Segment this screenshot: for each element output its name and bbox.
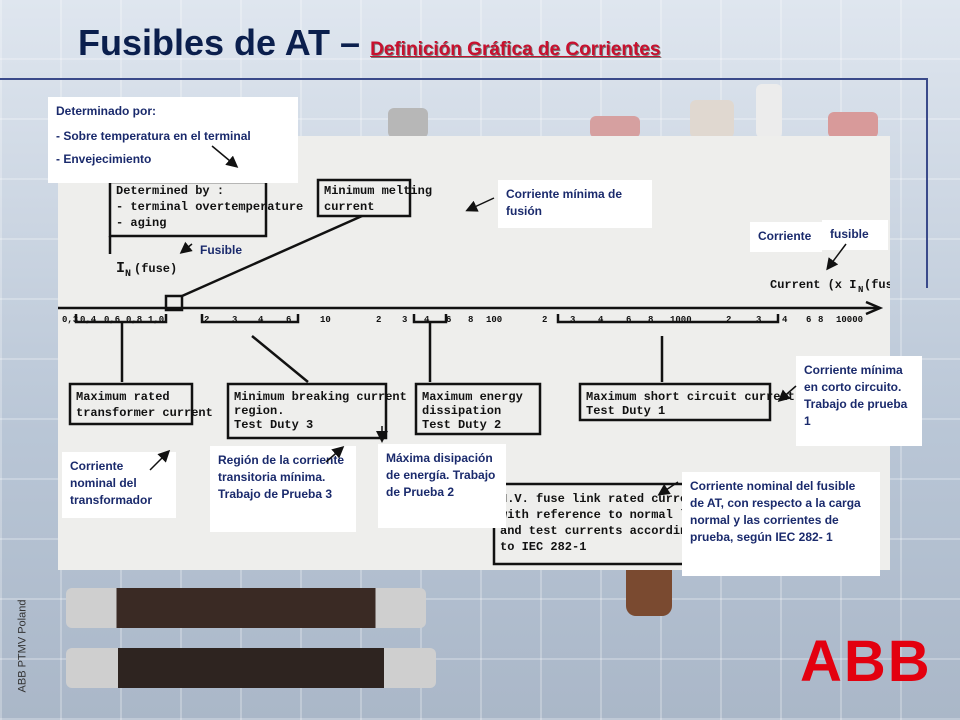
scan-terminal-overtemp: - terminal overtemperature (116, 200, 303, 214)
axis-tick-label: 8 (818, 315, 823, 325)
callout-region: Región de la corriente transitoria mínim… (210, 446, 356, 532)
axis-tick-label: 6 (286, 315, 291, 325)
title-subtitle: Definición Gráfica de Corrientes (370, 39, 661, 60)
diagram-svg: Determined by : - terminal overtemperatu… (58, 178, 907, 566)
fuse-photo-bottom-2 (66, 648, 436, 688)
scan-hv-2: with reference to normal load (500, 508, 709, 522)
axis-tick-label: 6 (626, 315, 631, 325)
axis-tick-label: 2 (204, 315, 209, 325)
scan-max-energy-2: dissipation (422, 404, 501, 418)
max-energy-box (414, 382, 542, 436)
axis-tick-label: 1000 (670, 315, 692, 325)
max-short-box (578, 382, 772, 422)
callout-determinado-heading: Determinado por: (56, 104, 157, 118)
callout-determinado-line1: - Sobre temperatura en el terminal (56, 129, 251, 143)
axis-tick-label: 2 (726, 315, 731, 325)
axis-tick-label: 8 (648, 315, 653, 325)
callout-min-fusion: Corriente mínima de fusión (498, 180, 652, 228)
callout-nominal-transformador: Corriente nominal del transformador (62, 452, 176, 518)
scan-min-breaking-2: region. (234, 404, 284, 418)
scan-in-fuse-tail: (fuse) (134, 262, 177, 276)
scan-min-melting-1: Minimum melting (324, 184, 432, 198)
fuse-photo-top-2 (590, 116, 640, 138)
max-rated-box (68, 382, 194, 426)
axis-tick-label: 10000 (836, 315, 863, 325)
scan-aging: - aging (116, 216, 166, 230)
callout-nominal-fusible: Corriente nominal del fusible de AT, con… (682, 472, 880, 576)
axis-tick-label: 6 (806, 315, 811, 325)
fuse-photo-top-3 (690, 100, 734, 138)
axis-tick-label: 4 (782, 315, 788, 325)
axis-tick-label: 2 (542, 315, 547, 325)
scan-in-fuse: I (116, 260, 125, 277)
axis-tick-label: 4 (598, 315, 604, 325)
axis-tick-label: 100 (486, 315, 502, 325)
axis-tick-label: 4 (258, 315, 264, 325)
fuse-photo-top-1 (388, 108, 428, 138)
axis-tick-label: 3 (570, 315, 575, 325)
scan-max-short-2: Test Duty 1 (586, 404, 665, 418)
callout-fusible: Fusible (200, 243, 243, 257)
fuse-photo-bottom-1 (66, 588, 426, 628)
callout-max-disipacion: Máxima disipación de energía. Trabajo de… (378, 444, 506, 528)
axis-tick-label: 0,3 (62, 315, 78, 325)
scan-current-axis-sub: N (858, 285, 863, 295)
axis-tick-label: 1,0 (148, 315, 164, 325)
scan-max-rated-2: transformer current (76, 406, 213, 420)
axis-tick-label: 10 (320, 315, 331, 325)
scan-hv-3: and test currents according (500, 524, 694, 538)
abb-logo: ABB (800, 629, 932, 694)
callout-corriente-fusible-b: fusible (822, 220, 888, 250)
fuse-photo-top-4 (828, 112, 878, 138)
min-breaking-box (226, 382, 388, 440)
scan-min-breaking-3: Test Duty 3 (234, 418, 313, 432)
scan-min-breaking-1: Minimum breaking current (234, 390, 407, 404)
axis-tick-label: 3 (232, 315, 237, 325)
scan-hv-1: H.V. fuse link rated current (500, 492, 702, 506)
scan-max-energy-3: Test Duty 2 (422, 418, 501, 432)
axis-tick-label: 0,8 (126, 315, 142, 325)
title-main: Fusibles de AT – (78, 22, 371, 63)
callout-determinado: Determinado por: - Sobre temperatura en … (48, 97, 298, 183)
callout-determinado-line2: - Envejecimiento (56, 152, 152, 166)
scan-hv-4: to IEC 282-1 (500, 540, 586, 554)
page-title: Fusibles de AT – Definición Gráfica de C… (78, 22, 660, 64)
scan-determined-by: Determined by : (116, 184, 224, 198)
axis-tick-label: 4 (424, 315, 430, 325)
min-melting-box (316, 178, 412, 218)
axis-tick-label: 0,6 (104, 315, 120, 325)
scan-max-energy-1: Maximum energy (422, 390, 523, 404)
scan-max-short-1: Maximum short circuit current (586, 390, 795, 404)
axis-tick-label: 3 (402, 315, 407, 325)
axis-tick-label: 3 (756, 315, 761, 325)
callout-corto-circuito: Corriente mínima en corto circuito. Trab… (796, 356, 922, 446)
scan-max-rated-1: Maximum rated (76, 390, 170, 404)
title-rule (0, 78, 928, 80)
axis-tick-label: 8 (468, 315, 473, 325)
axis-tick-label: 2 (376, 315, 381, 325)
callout-corriente-fusible-a: Corriente (750, 222, 822, 252)
scan-min-melting-2: current (324, 200, 374, 214)
axis-tick-label: 6 (446, 315, 451, 325)
fuse-photo-top-5 (756, 84, 782, 138)
axis-tick-label: 0,4 (80, 315, 97, 325)
side-rule (926, 78, 928, 288)
scan-in-fuse-sub: N (125, 269, 131, 280)
fuse-marker (164, 294, 184, 312)
scan-current-axis: Current (x I (770, 278, 856, 292)
